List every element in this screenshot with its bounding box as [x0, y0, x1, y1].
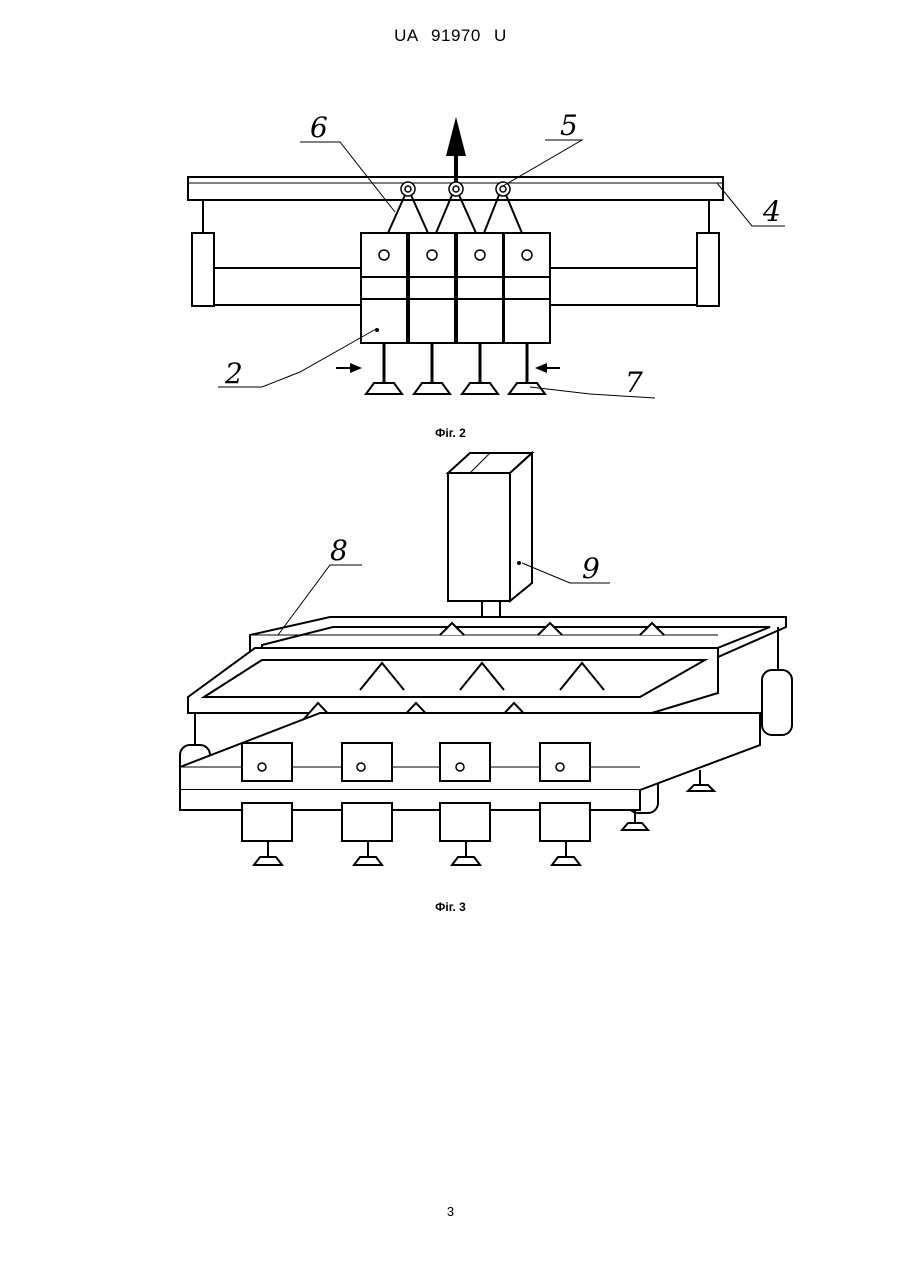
- label-4: 4: [762, 195, 781, 228]
- label-7: 7: [625, 366, 643, 399]
- figure-3-drawing: 8 9: [0, 445, 901, 895]
- label-9: 9: [582, 552, 600, 585]
- label-2: 2: [224, 357, 243, 390]
- label-8: 8: [330, 534, 348, 567]
- figure-2-drawing: 6 5 4 2 7: [0, 0, 901, 420]
- page-number: 3: [0, 1204, 901, 1219]
- figure-2-caption: Фіг. 2: [0, 426, 901, 440]
- label-5: 5: [560, 109, 578, 142]
- label-6: 6: [310, 111, 328, 144]
- figure-3-caption: Фіг. 3: [0, 900, 901, 914]
